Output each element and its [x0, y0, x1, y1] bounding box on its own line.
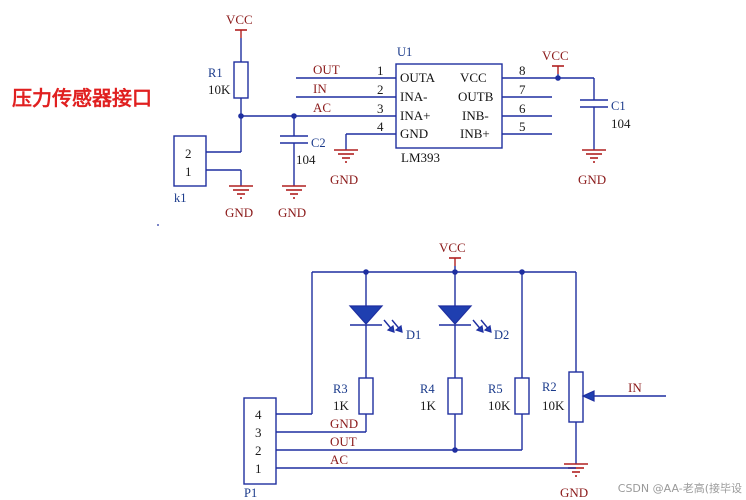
net-label-ac: AC — [313, 100, 331, 115]
r1-value: 10K — [208, 82, 231, 97]
c2-ref: C2 — [311, 136, 326, 150]
vcc-label-u1: VCC — [542, 48, 569, 63]
u1-pin7-num: 7 — [519, 82, 526, 97]
c1-ref: C1 — [611, 99, 626, 113]
k1-ref: k1 — [174, 191, 187, 205]
resistor-r5 — [514, 377, 530, 415]
junction-r1 — [238, 113, 244, 119]
k1-pin-1: 1 — [185, 164, 192, 179]
led-d1 — [348, 305, 384, 325]
d1-arrow-2 — [394, 324, 403, 333]
u1-pin1-name: OUTA — [400, 70, 436, 85]
stray-dot — [157, 224, 159, 226]
gnd-symbol-r2 — [563, 463, 589, 477]
net-label-out-p1: OUT — [330, 434, 357, 449]
u1-pin4-num: 4 — [377, 119, 384, 134]
vcc-label-bottom: VCC — [439, 240, 466, 255]
gnd-label-c2: GND — [278, 205, 306, 220]
p1-pin-3: 3 — [255, 425, 262, 440]
d2-arrow-2 — [483, 324, 492, 333]
led-d2 — [437, 305, 473, 325]
c2-value: 104 — [296, 152, 316, 167]
u1-pin3-name: INA+ — [400, 108, 430, 123]
u1-pin5-num: 5 — [519, 119, 526, 134]
u1-pin5-name: INB+ — [460, 126, 490, 141]
r3-value: 1K — [333, 398, 350, 413]
junction-out — [452, 447, 458, 453]
r2-value: 10K — [542, 398, 565, 413]
d2-arrow-1 — [475, 324, 484, 333]
vcc-symbol-u1 — [551, 65, 565, 75]
d1-ref: D1 — [406, 328, 421, 342]
net-label-gnd-p1: GND — [330, 416, 358, 431]
r4-value: 1K — [420, 398, 437, 413]
u1-pin7-name: OUTB — [458, 89, 494, 104]
u1-pin4-name: GND — [400, 126, 428, 141]
r2-ref: R2 — [542, 380, 557, 394]
u1-pin6-num: 6 — [519, 101, 526, 116]
connector-p1 — [243, 397, 277, 485]
d1-arrow-1 — [386, 324, 395, 333]
gnd-symbol-c2 — [281, 185, 307, 199]
r5-value: 10K — [488, 398, 511, 413]
u1-pin2-num: 2 — [377, 82, 384, 97]
gnd-label-c1: GND — [578, 172, 606, 187]
u1-pin8-name: VCC — [460, 70, 487, 85]
c1-value: 104 — [611, 116, 631, 131]
k1-pin-2: 2 — [185, 146, 192, 161]
p1-ref: P1 — [244, 486, 257, 500]
junction-c2 — [291, 113, 297, 119]
u1-pin8-num: 8 — [519, 63, 526, 78]
gnd-label-k1: GND — [225, 205, 253, 220]
d2-ref: D2 — [494, 328, 509, 342]
p1-pin-4: 4 — [255, 407, 262, 422]
r1-ref: R1 — [208, 66, 223, 80]
net-label-out: OUT — [313, 62, 340, 77]
resistor-r4 — [447, 377, 463, 415]
net-label-in: IN — [313, 81, 327, 96]
p1-pin-1: 1 — [255, 461, 262, 476]
u1-pin3-num: 3 — [377, 101, 384, 116]
p1-pin-2: 2 — [255, 443, 262, 458]
connector-k1 — [173, 135, 207, 187]
gnd-symbol-u1 — [333, 149, 359, 163]
net-label-in-r2: IN — [628, 380, 642, 395]
gnd-label-u1: GND — [330, 172, 358, 187]
net-label-ac-p1: AC — [330, 452, 348, 467]
diagram-title: 压力传感器接口 — [12, 86, 152, 110]
u1-pin1-num: 1 — [377, 63, 384, 78]
vcc-label-r1: VCC — [226, 12, 253, 27]
vcc-symbol-bottom — [448, 257, 462, 267]
r5-ref: R5 — [488, 382, 503, 396]
gnd-symbol-k1 — [228, 185, 254, 199]
gnd-symbol-c1 — [581, 149, 607, 163]
resistor-r1 — [233, 61, 249, 99]
potentiometer-r2 — [568, 371, 584, 423]
gnd-label-r2: GND — [560, 485, 588, 500]
u1-ref: U1 — [397, 45, 412, 59]
u1-pin2-name: INA- — [400, 89, 427, 104]
r3-ref: R3 — [333, 382, 348, 396]
ic-u1-body — [395, 63, 503, 149]
u1-pin6-name: INB- — [462, 108, 489, 123]
watermark: CSDN @AA-老高(接毕设 — [618, 481, 742, 495]
u1-part: LM393 — [401, 150, 440, 165]
resistor-r3 — [358, 377, 374, 415]
r4-ref: R4 — [420, 382, 435, 396]
vcc-symbol-r1 — [234, 29, 248, 39]
r2-wiper-arrow — [581, 390, 595, 402]
